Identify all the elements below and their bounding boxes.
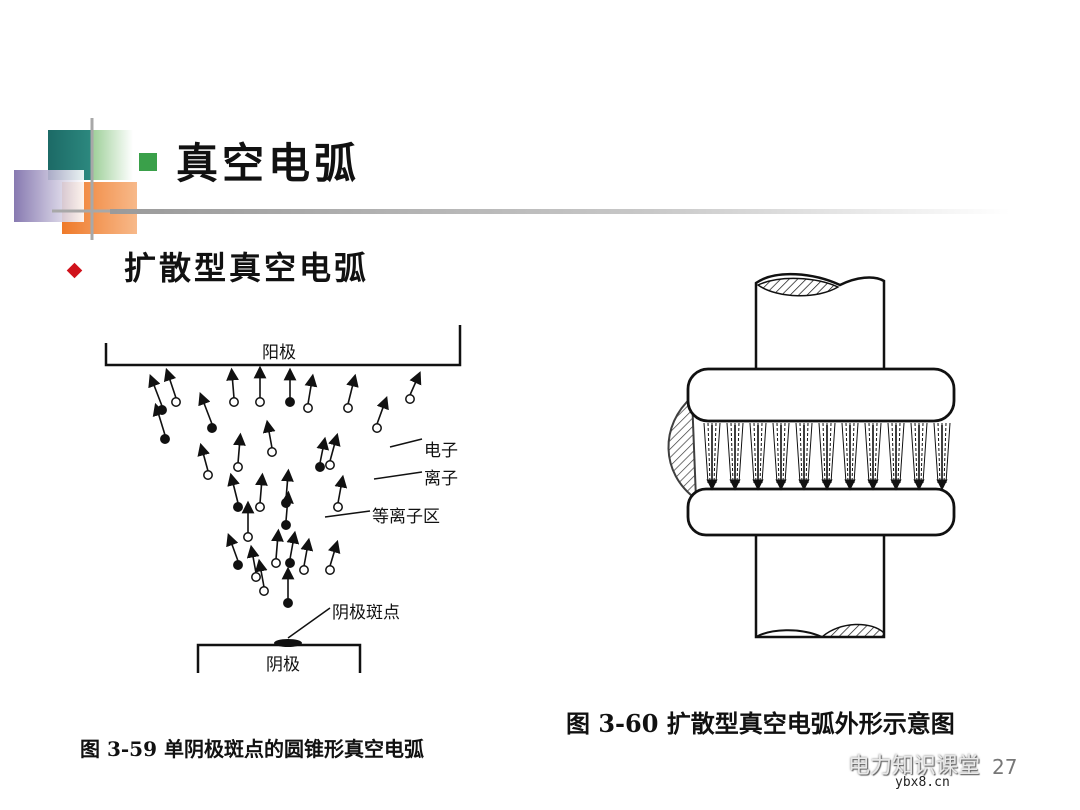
diffuse-arc-rays [703,422,951,491]
ion-dot [243,532,253,542]
ion-dot [299,565,309,575]
ion-dot [267,447,277,457]
electron-dot [207,423,217,433]
ion-label: 离子 [424,469,458,489]
lower-rod [754,525,886,639]
page-number: 27 [992,755,1018,779]
electron-dot [283,598,293,608]
ion-dot [343,403,353,413]
title-bullet [139,153,157,171]
particle-field [148,365,422,608]
cathode-label: 阴极 [266,655,300,675]
ion-dot [203,470,213,480]
electron-label: 电子 [424,441,458,461]
title-divider [110,209,1010,214]
electron-dot [160,434,170,444]
bullet-diamond-icon [66,262,83,279]
bullet-heading: 扩散型真空电弧 [124,249,370,287]
electron-dot [285,397,295,407]
upper-rod [754,272,886,375]
electron-dot [281,498,291,508]
ion-dot [233,462,243,472]
figure-right-caption: 图 3-60 扩散型真空电弧外形示意图 [566,709,955,738]
anode-label: 阳极 [262,343,296,363]
upper-electrode [686,367,956,423]
electron-dot [233,502,243,512]
ion-dot [255,502,265,512]
ion-dot [372,423,382,433]
electron-dot [315,462,325,472]
ion-dot [333,502,343,512]
watermark-channel: 电力知识课堂 [848,754,981,779]
ion-dot [251,572,261,582]
ion-dot [303,403,313,413]
ion-dot [255,397,265,407]
electron-dot [281,520,291,530]
slide-title: 真空电弧 [176,139,361,188]
figure-left-caption: 图 3-59 单阴极斑点的圆锥形真空电弧 [80,737,424,761]
ion-dot [171,397,181,407]
electron-dot [233,560,243,570]
cathode-spot [274,639,302,647]
ion-dot [271,558,281,568]
figure-cone-arc [104,325,462,673]
ion-dot [325,460,335,470]
watermark-site: ybx8.cn [895,775,950,790]
lower-electrode [686,487,956,537]
ion-dot [325,565,335,575]
cathode-spot-label: 阴极斑点 [332,603,400,623]
anode-plate [104,325,462,367]
figure-diffuse-arc [667,272,956,639]
ion-dot [405,394,415,404]
electron-dot [285,558,295,568]
ion-dot [229,397,239,407]
electron-dot [157,405,167,415]
plasma-label: 等离子区 [372,507,440,527]
ion-dot [259,586,269,596]
